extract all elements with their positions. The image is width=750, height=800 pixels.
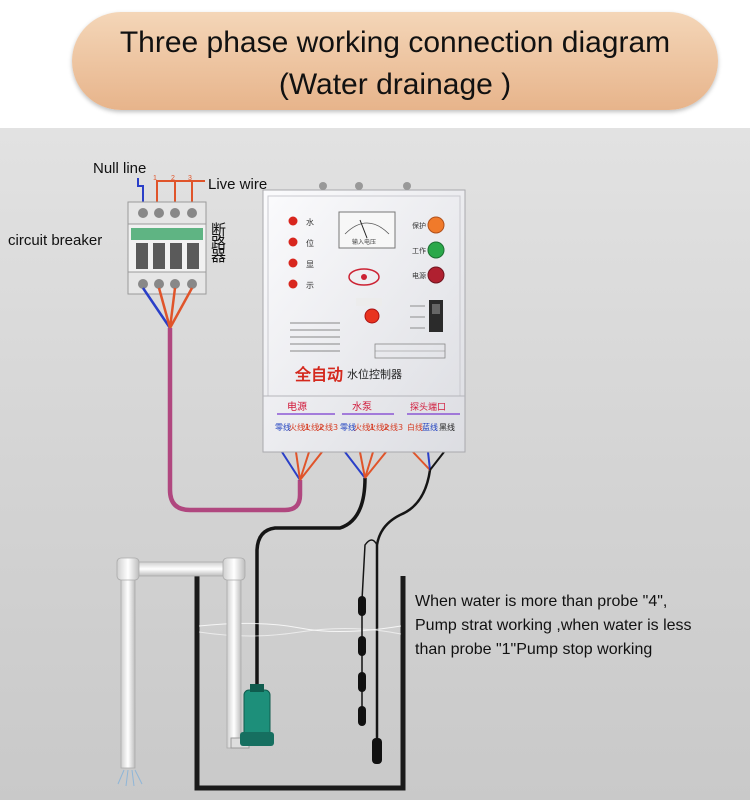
svg-text:示: 示: [306, 281, 314, 290]
live-wires-top: 1 2 3: [153, 175, 205, 204]
svg-text:火线3: 火线3: [382, 422, 403, 432]
brand-logo: [348, 268, 380, 286]
null-wire-top: [137, 178, 144, 204]
status-indicators: 保护 工作 电源: [412, 216, 445, 284]
svg-text:断: 断: [211, 221, 226, 239]
manual-start-button[interactable]: [356, 298, 382, 324]
svg-text:工作: 工作: [412, 246, 426, 255]
power-terminals: 零线 火线1 火线2 火线3: [275, 422, 338, 432]
spec-table: [374, 343, 446, 359]
svg-text:器: 器: [211, 247, 226, 265]
svg-text:显: 显: [306, 260, 314, 269]
circuit-breaker[interactable]: [127, 201, 207, 295]
probe-terminals: 白线 蓝线 黑线: [407, 422, 455, 432]
pump-section-label: 水泵: [352, 401, 372, 413]
diagram-title: Three phase working connection diagram: [119, 26, 671, 59]
feature-list: [290, 322, 340, 352]
breaker-cn-label: 断 路 器: [211, 221, 226, 265]
title-banner: Three phase working connection diagram (…: [72, 12, 718, 110]
svg-text:3: 3: [188, 175, 192, 182]
svg-text:零线: 零线: [340, 422, 356, 432]
svg-text:1: 1: [153, 175, 157, 182]
pump-terminal-wires: [344, 451, 387, 479]
power-section-label: 电源: [287, 400, 307, 413]
svg-text:2: 2: [171, 175, 175, 182]
svg-text:位: 位: [306, 238, 314, 248]
probe-terminal-wires: [412, 451, 445, 471]
breaker-output-wires: [141, 287, 194, 329]
level-indicator-leds: 水 位 显 示: [288, 216, 314, 290]
svg-text:保护: 保护: [412, 221, 426, 230]
submersible-pump: [230, 684, 274, 749]
power-cable: [167, 328, 303, 513]
svg-text:蓝线: 蓝线: [422, 422, 438, 432]
discharge-pipe: [116, 557, 246, 787]
svg-text:火线2: 火线2: [303, 422, 324, 432]
live-wire-label: Live wire: [208, 176, 267, 193]
probe-cable-branch: [361, 539, 378, 601]
pump-cable: [255, 477, 367, 690]
brand-title: 全自动: [294, 365, 343, 384]
pump-terminals: 零线 火线1 火线2 火线3: [340, 422, 403, 432]
note-line-3: than probe "1"Pump stop working: [415, 641, 653, 658]
svg-text:零线: 零线: [275, 422, 291, 432]
float-probes: [358, 596, 366, 726]
svg-text:火线3: 火线3: [317, 422, 338, 432]
note-line-2: Pump strat working ,when water is less: [415, 617, 692, 634]
svg-text:白线: 白线: [407, 422, 423, 432]
note-line-1: When water is more than probe "4",: [415, 593, 668, 610]
svg-text:火线1: 火线1: [354, 422, 375, 432]
svg-text:火线2: 火线2: [368, 422, 389, 432]
svg-text:火线1: 火线1: [289, 422, 310, 432]
svg-text:水: 水: [306, 217, 314, 227]
probe-section-label: 探头端口: [410, 401, 446, 413]
svg-text:电源: 电源: [412, 271, 426, 280]
voltmeter: 输入电压: [338, 211, 396, 249]
probe-cable: [375, 469, 432, 740]
svg-text:路: 路: [211, 234, 226, 252]
diagram-subtitle: (Water drainage ): [278, 68, 512, 101]
operation-note: When water is more than probe "4", Pump …: [415, 590, 750, 662]
probe-weight: [372, 738, 382, 764]
meter-caption: 输入电压: [352, 238, 376, 246]
brand-subtitle: 水位控制器: [347, 367, 402, 381]
svg-text:黑线: 黑线: [439, 422, 455, 432]
water-level-controller: 水 位 显 示 输入电压 保护 工作 电源: [262, 182, 466, 453]
circuit-breaker-label: circuit breaker: [8, 232, 102, 249]
power-terminal-wires: [281, 451, 323, 481]
mode-switch[interactable]: [410, 300, 443, 332]
null-line-label: Null line: [93, 160, 146, 177]
